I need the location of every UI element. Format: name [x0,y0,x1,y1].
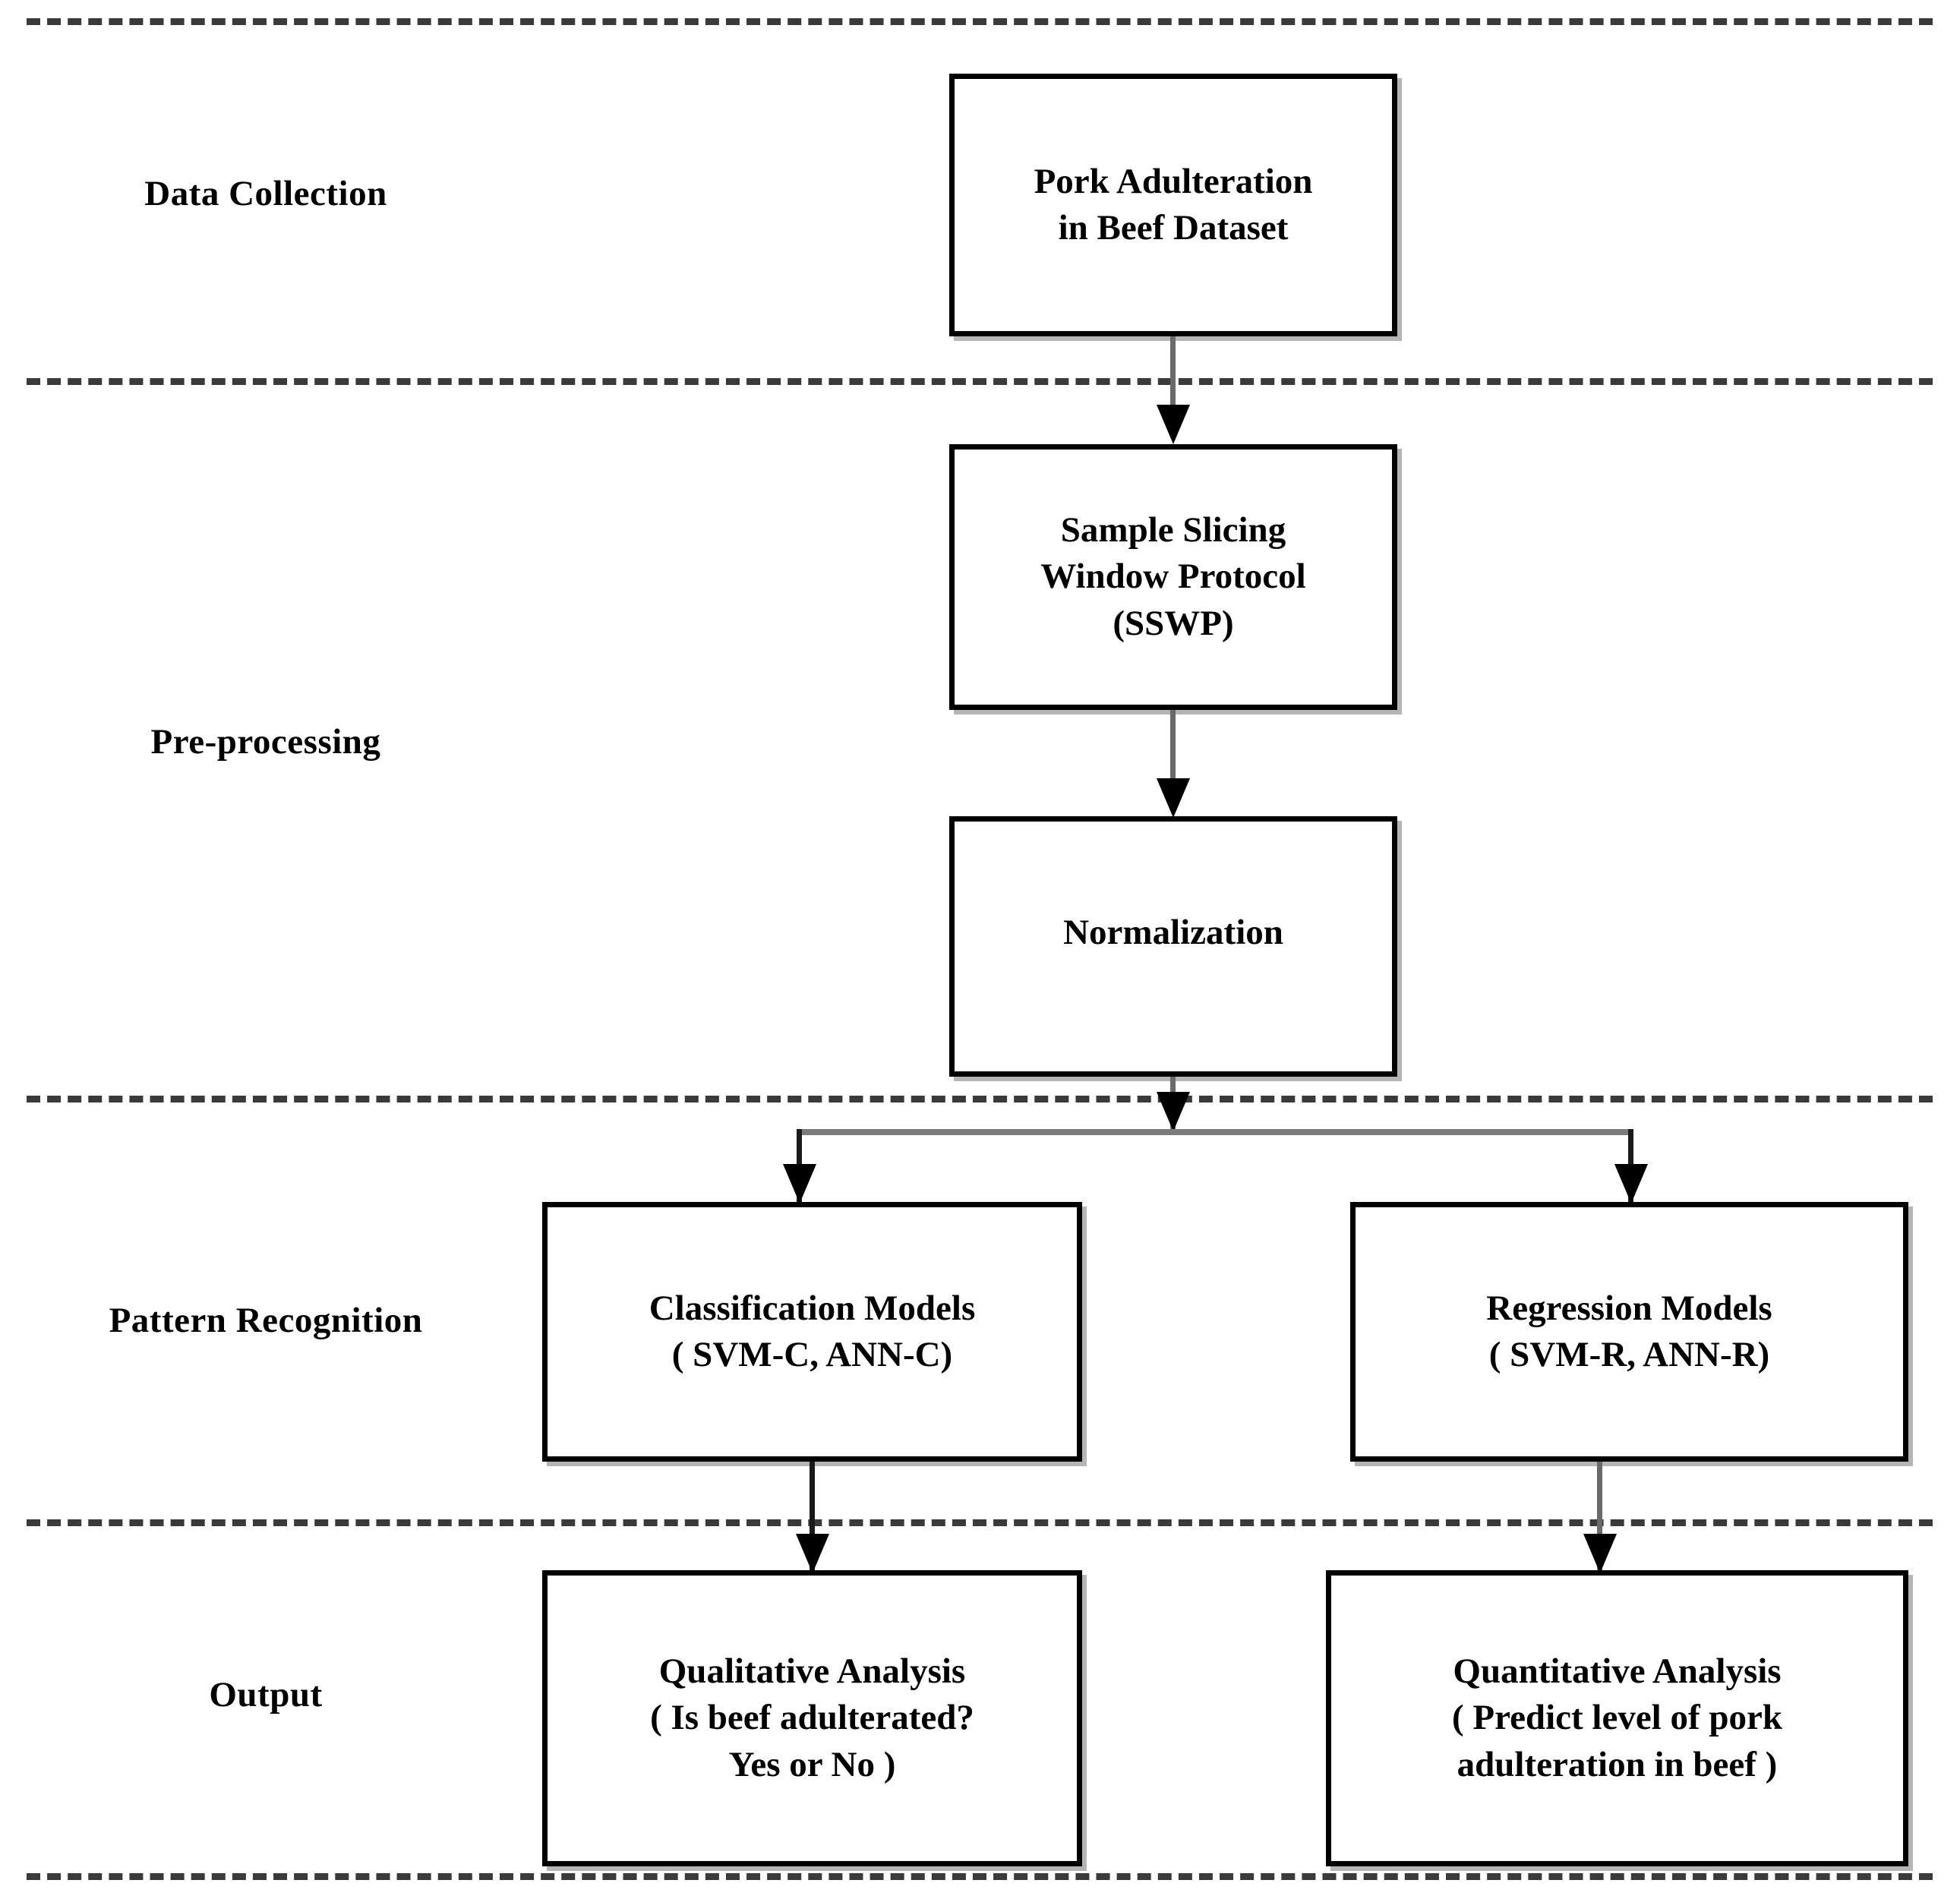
stage-label-pre-processing: Pre-processing [150,722,381,762]
edge-classification-to-qualitative-line [810,1462,815,1572]
node-regression-models[interactable]: Regression Models ( SVM-R, ANN-R) [1350,1202,1908,1462]
stage-label-data-collection: Data Collection [144,174,387,213]
divider-data-preprocessing [27,378,1933,385]
divider-preprocessing-pattern [27,1096,1933,1102]
edge-split-to-classification-arrowhead [783,1164,816,1203]
edge-dataset-to-sswp-line [1170,336,1176,418]
edge-normalization-to-split-arrowhead [1157,1092,1190,1131]
edge-classification-to-qualitative-arrowhead [796,1534,829,1573]
edge-regression-to-quantitative-line [1597,1462,1602,1572]
node-pork-adulteration-dataset[interactable]: Pork Adulteration in Beef Dataset [949,74,1397,336]
node-quantitative-analysis[interactable]: Quantitative Analysis ( Predict level of… [1326,1570,1908,1866]
node-sample-slicing-window-protocol[interactable]: Sample Slicing Window Protocol (SSWP) [949,444,1397,710]
edge-split-to-regression-arrowhead [1614,1164,1648,1203]
edge-dataset-to-sswp-arrowhead [1157,405,1190,444]
divider-pattern-output [27,1519,1933,1526]
edge-sswp-to-normalization-arrowhead [1157,778,1190,818]
edge-regression-to-quantitative-arrowhead [1583,1534,1617,1573]
divider-top [27,18,1933,25]
node-quantitative-analysis-label: Quantitative Analysis ( Predict level of… [1451,1651,1783,1784]
split-bar [797,1129,1633,1135]
stage-label-output: Output [209,1675,323,1714]
node-normalization-label: Normalization [1063,912,1283,952]
divider-bottom [27,1873,1933,1880]
node-regression-models-label: Regression Models ( SVM-R, ANN-R) [1486,1288,1772,1374]
edge-sswp-to-normalization-line [1170,710,1176,793]
stage-label-pattern-recognition: Pattern Recognition [109,1301,423,1340]
node-qualitative-analysis[interactable]: Qualitative Analysis ( Is beef adulterat… [542,1570,1082,1866]
node-classification-models[interactable]: Classification Models ( SVM-C, ANN-C) [542,1202,1082,1462]
node-pork-adulteration-dataset-label: Pork Adulteration in Beef Dataset [1034,161,1313,248]
node-qualitative-analysis-label: Qualitative Analysis ( Is beef adulterat… [650,1651,974,1784]
node-sample-slicing-window-protocol-label: Sample Slicing Window Protocol (SSWP) [1040,510,1306,643]
node-normalization[interactable]: Normalization [949,816,1397,1077]
node-classification-models-label: Classification Models ( SVM-C, ANN-C) [649,1288,976,1374]
